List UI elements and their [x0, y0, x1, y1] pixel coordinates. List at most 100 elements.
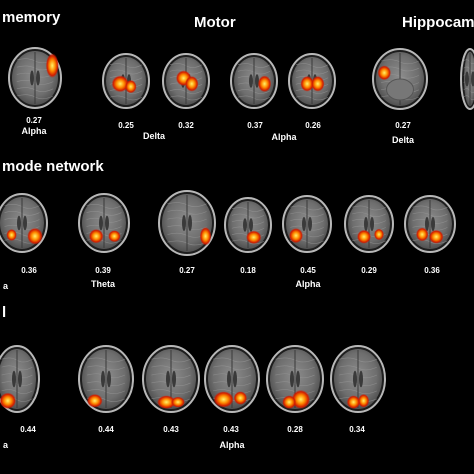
- value-label: 0.43: [223, 425, 239, 434]
- band-label: Alpha: [295, 279, 321, 289]
- ventricle: [172, 370, 176, 388]
- activation-blob: [282, 395, 297, 409]
- brain-slice-svg: [78, 193, 130, 253]
- brain-slice-svg: [288, 53, 336, 109]
- section-title-visual: l: [2, 304, 7, 321]
- value-label: 0.27: [26, 116, 42, 125]
- activation-blob: [415, 227, 429, 242]
- value-label: 0.27: [179, 266, 195, 275]
- value-label: 0.43: [163, 425, 179, 434]
- ventricle: [296, 370, 300, 388]
- activation-blob: [291, 389, 311, 409]
- ventricle: [12, 370, 16, 388]
- brain-slice-image: [266, 345, 324, 413]
- brain-slice-svg: [404, 195, 456, 253]
- activation-blob: [27, 227, 43, 245]
- ventricle: [364, 217, 368, 231]
- ventricle: [465, 71, 469, 87]
- brain-slice-svg: [162, 53, 210, 109]
- value-label: 0.39: [95, 266, 111, 275]
- ventricle: [249, 74, 253, 88]
- activation-blob: [171, 396, 185, 408]
- ventricle: [182, 215, 186, 231]
- activation-blob: [199, 226, 212, 246]
- brain-slice-image: [224, 197, 272, 253]
- ventricle: [243, 218, 247, 232]
- brain-slice-svg: [266, 345, 324, 413]
- band-label: Alpha: [219, 440, 245, 450]
- brain-slice-svg: [0, 193, 48, 253]
- brain-slice-image: [372, 48, 428, 110]
- activation-blob: [0, 392, 17, 409]
- activation-blob: [257, 75, 272, 93]
- cerebellum: [386, 78, 414, 101]
- activation-blob: [377, 65, 392, 81]
- value-label: 0.36: [424, 266, 440, 275]
- section-title-memory: memory: [2, 9, 61, 26]
- brain-slice-image: [78, 193, 130, 253]
- ventricle: [17, 215, 21, 231]
- brain-slice-svg: [158, 190, 216, 256]
- ventricle: [359, 370, 363, 388]
- activation-blob: [374, 228, 384, 241]
- value-label: 0.26: [305, 121, 321, 130]
- ventricle: [30, 70, 34, 86]
- brain-slice-svg: [78, 345, 134, 413]
- section-title-default-mode-network: mode network: [2, 158, 104, 175]
- brain-slice-image: [0, 345, 40, 413]
- activation-blob: [300, 75, 314, 92]
- ventricle: [166, 370, 170, 388]
- value-label: 0.28: [287, 425, 303, 434]
- brain-slice-svg: [142, 345, 200, 413]
- brain-slice-svg: [460, 48, 474, 110]
- band-label: Alpha: [271, 132, 297, 142]
- brain-slice-svg: [8, 47, 62, 109]
- brain-slice-svg: [230, 53, 278, 109]
- brain-slice-image: [344, 195, 394, 253]
- value-label: 0.37: [247, 121, 263, 130]
- brain-slice-image: [0, 193, 48, 253]
- value-label: 0.45: [300, 266, 316, 275]
- brain-slice-image: [288, 53, 336, 109]
- brain-slice-svg: [372, 48, 428, 110]
- brain-slice-image: [162, 53, 210, 109]
- value-label: 0.18: [240, 266, 256, 275]
- band-label: Delta: [391, 135, 415, 145]
- activation-blob: [358, 393, 370, 408]
- activation-blob: [157, 395, 176, 409]
- ventricle: [105, 215, 109, 231]
- section-title-motor: Motor: [194, 14, 236, 31]
- value-label: 0.34: [349, 425, 365, 434]
- value-label: 0.32: [178, 121, 194, 130]
- ventricle: [308, 217, 312, 231]
- activation-blob: [311, 75, 325, 92]
- activation-blob: [108, 230, 121, 243]
- band-label: Theta: [90, 279, 116, 289]
- activation-blob: [346, 395, 361, 409]
- brain-slice-image: [8, 47, 62, 109]
- activation-blob: [45, 53, 59, 78]
- activation-blob: [6, 229, 17, 241]
- ventricle: [107, 370, 111, 388]
- activation-blob: [86, 393, 103, 408]
- ventricle: [233, 370, 237, 388]
- brain-slice-image: [142, 345, 200, 413]
- band-label: Alpha: [21, 126, 47, 136]
- ventricle: [36, 70, 40, 86]
- activation-blob: [246, 230, 262, 245]
- brain-slice-svg: [224, 197, 272, 253]
- activation-blob: [233, 391, 248, 405]
- band-label: Delta: [142, 131, 166, 141]
- value-label: 0.44: [98, 425, 114, 434]
- activation-blob: [88, 229, 104, 244]
- activation-blob: [125, 79, 137, 94]
- ventricle: [302, 217, 306, 231]
- brain-slice-svg: [330, 345, 386, 413]
- ventricle: [249, 218, 253, 232]
- brain-slice-image: [460, 48, 474, 110]
- brain-slice-svg: [102, 53, 150, 109]
- brain-slice-svg: [344, 195, 394, 253]
- brain-slice-image: [230, 53, 278, 109]
- ventricle: [471, 71, 474, 87]
- activation-blob: [111, 75, 129, 93]
